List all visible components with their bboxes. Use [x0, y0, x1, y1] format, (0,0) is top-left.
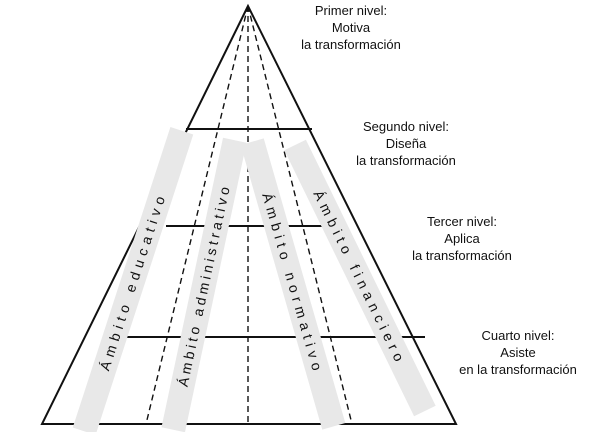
level-4-verb: Asiste	[500, 345, 535, 360]
level-label-3: Tercer nivel: Aplica la transformación	[412, 214, 512, 263]
level-2-object: la transformación	[356, 153, 456, 168]
level-3-title: Tercer nivel:	[427, 214, 497, 229]
level-3-object: la transformación	[412, 248, 512, 263]
ambito-financiero-label: Ámbito financiero	[310, 188, 409, 369]
level-1-object: la transformación	[301, 37, 401, 52]
level-label-2: Segundo nivel: Diseña la transformación	[356, 119, 456, 168]
level-2-title: Segundo nivel:	[363, 119, 449, 134]
ambito-administrativo-label: Ámbito administrativo	[175, 182, 234, 388]
level-4-title: Cuarto nivel:	[482, 328, 555, 343]
dashed-guide-3	[247, 5, 353, 425]
level-1-verb: Motiva	[332, 20, 371, 35]
level-4-object: en la transformación	[459, 362, 577, 377]
ambito-normativo-band: Ámbito normativo	[240, 138, 346, 430]
level-2-verb: Diseña	[386, 136, 427, 151]
level-3-verb: Aplica	[444, 231, 480, 246]
level-label-4: Cuarto nivel: Asiste en la transformació…	[459, 328, 577, 377]
ambito-educativo-label: Ámbito educativo	[96, 189, 169, 372]
dashed-guide-1	[145, 5, 249, 425]
level-1-title: Primer nivel:	[315, 3, 387, 18]
level-label-1: Primer nivel: Motiva la transformación	[301, 3, 401, 52]
ambito-normativo-label: Ámbito normativo	[259, 191, 326, 377]
